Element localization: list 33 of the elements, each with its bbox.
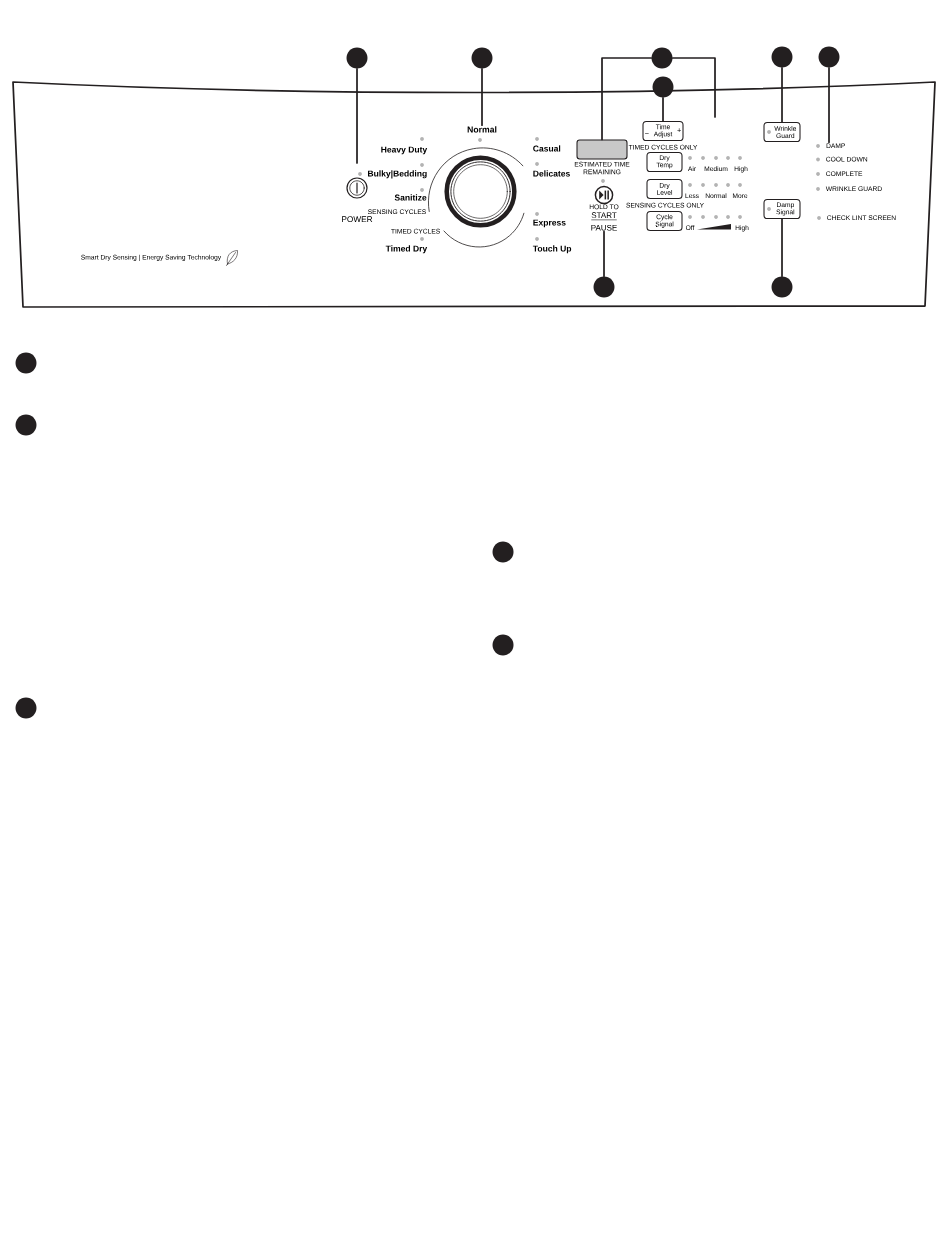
leader-line (356, 67, 358, 164)
display-screen (576, 139, 628, 160)
cycle-label: Delicates (533, 170, 570, 177)
leader-line (781, 66, 783, 123)
callout-dot (471, 47, 493, 69)
cycle-label: Heavy Duty (381, 146, 428, 155)
callout-dot (15, 414, 37, 436)
cycle-label: Bulky|Bedding (368, 170, 427, 179)
callout-dot (593, 276, 615, 298)
cycle-label: Express (533, 219, 566, 228)
callout-dot (15, 352, 37, 374)
cycle-label: Normal (467, 126, 497, 133)
callout-dot (652, 76, 674, 98)
leader-line (481, 67, 483, 127)
cycle-label: Sanitize (394, 194, 427, 201)
button-label: POWER (342, 216, 373, 223)
cycle-label: Casual (533, 145, 561, 152)
callout-dot (492, 541, 514, 563)
leader-line (603, 230, 605, 278)
leader-line (781, 218, 783, 278)
callout-dot (15, 697, 37, 719)
callout-dot (492, 634, 514, 656)
leader-line (601, 57, 653, 141)
callout-dot (771, 276, 793, 298)
leader-line (662, 96, 664, 122)
callout-dot (771, 46, 793, 68)
callout-dot (651, 47, 673, 69)
cycle-label: Touch Up (532, 245, 572, 254)
callout-dot (346, 47, 368, 69)
cycle-label: Timed Dry (385, 245, 428, 254)
leader-line (671, 57, 716, 118)
callout-dot (818, 46, 840, 68)
leader-line (828, 66, 830, 144)
